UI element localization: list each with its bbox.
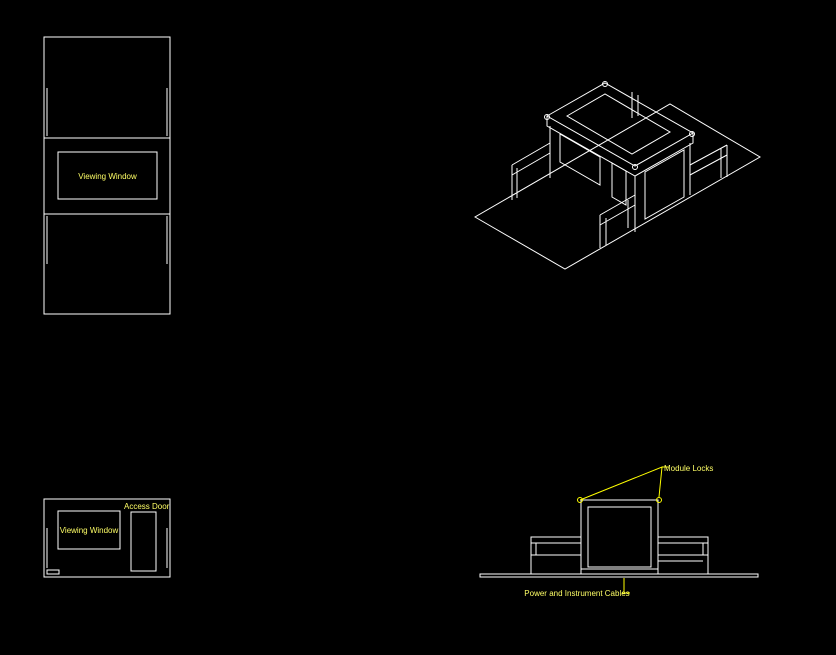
cables-leader: [622, 578, 630, 594]
iso-cabin-posts: [549, 126, 691, 232]
side-cabin-window: [587, 506, 652, 568]
front-viewing-window: [57, 510, 121, 550]
plan-viewing-window-label: Viewing Window: [78, 172, 137, 181]
front-access-door: [130, 511, 157, 572]
iso-cabin-top: [545, 82, 695, 167]
plan-outline: [43, 36, 171, 315]
front-wall-ticks: [46, 528, 168, 568]
side-rail-right: [658, 536, 709, 574]
iso-rail-back: [631, 92, 639, 118]
iso-rail-right: [689, 144, 728, 178]
module-locks-label: Module Locks: [664, 464, 713, 473]
iso-rail-left: [511, 142, 551, 200]
iso-front-window: [559, 133, 601, 186]
plan-viewing-window: [57, 151, 158, 200]
iso-rail-front: [599, 194, 636, 248]
side-rail-left: [530, 536, 581, 574]
iso-module-lock-markers: [544, 81, 695, 170]
side-cabin: [580, 499, 659, 575]
iso-skylight: [566, 93, 671, 155]
module-locks-leader: [579, 466, 668, 501]
isometric-view: [474, 81, 761, 270]
cables-label: Power and Instrument Cables: [524, 589, 629, 598]
top-plan-view: Viewing Window: [43, 36, 171, 315]
iso-side-opening: [644, 149, 685, 220]
front-access-door-label: Access Door: [124, 502, 170, 511]
plan-wall-ticks: [46, 88, 168, 264]
side-elevation-view: Module Locks Power and Instrument Cables: [479, 464, 759, 598]
front-viewing-window-label: Viewing Window: [60, 526, 119, 535]
side-module-lock-markers: [577, 497, 662, 503]
front-floor-detail: [46, 569, 60, 575]
iso-platform: [474, 103, 761, 270]
front-outline: [43, 498, 171, 578]
iso-door: [611, 162, 627, 206]
front-elevation-view: Viewing Window Access Door: [43, 498, 171, 578]
